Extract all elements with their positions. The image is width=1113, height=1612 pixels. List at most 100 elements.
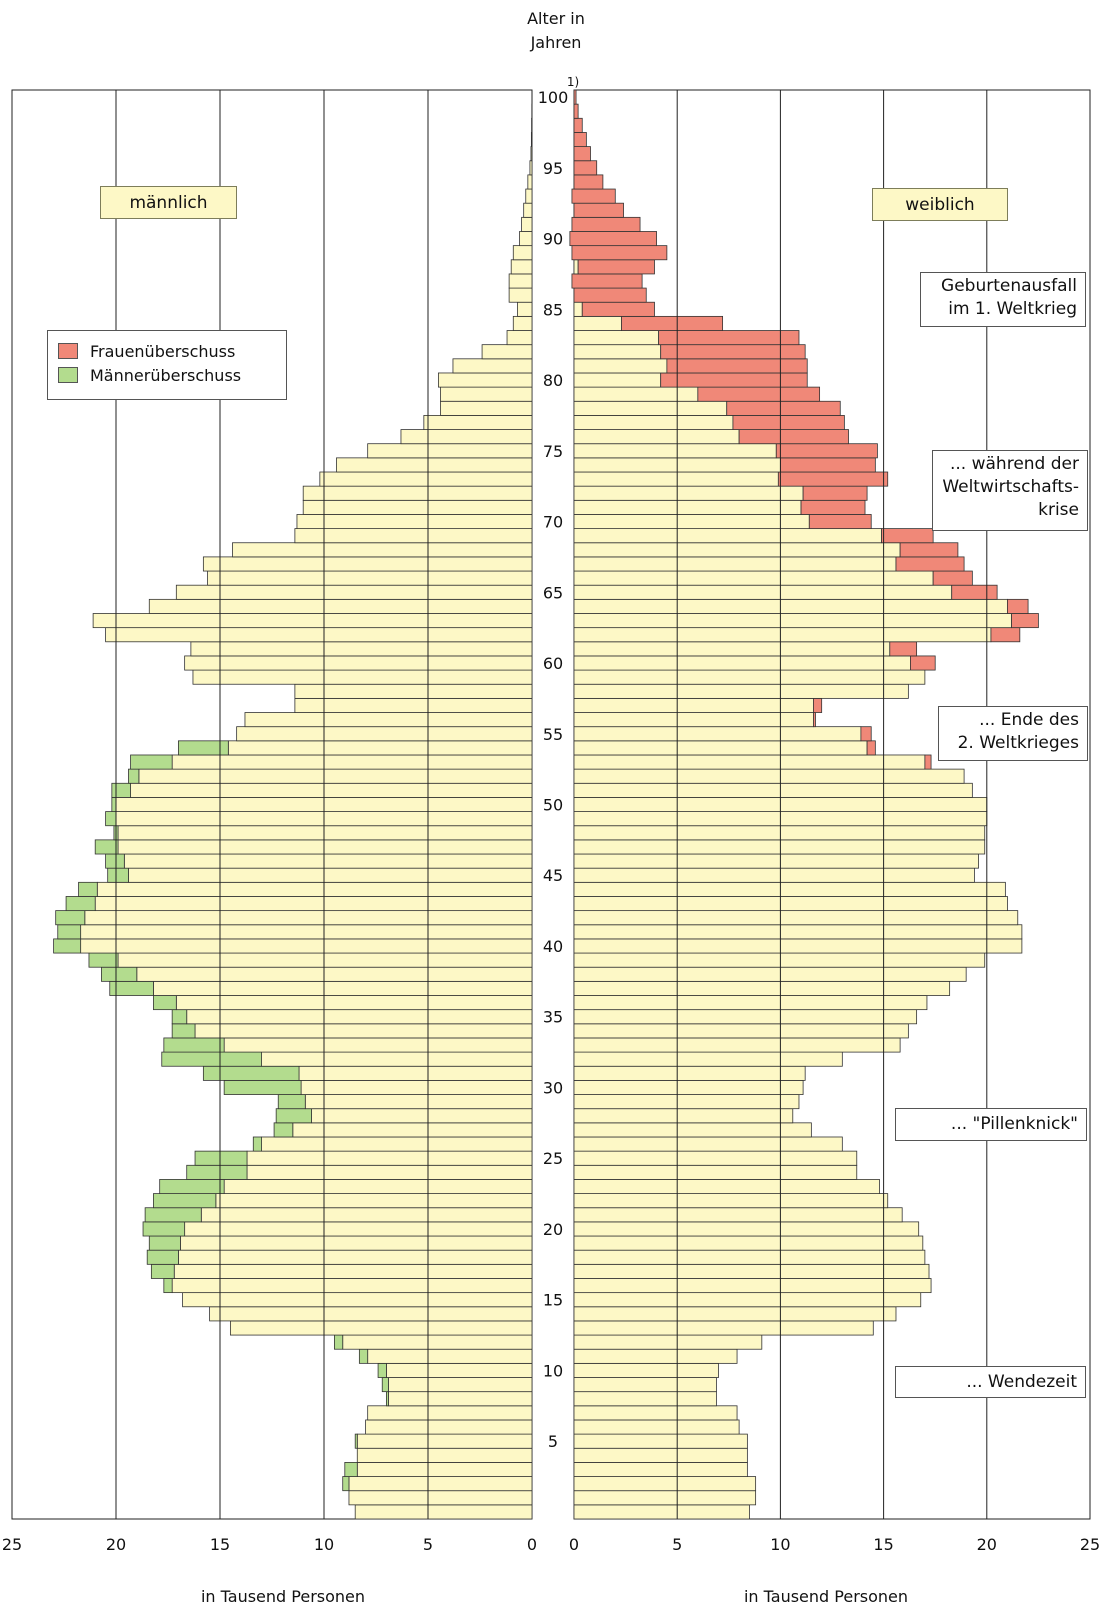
female-bar [573,825,986,841]
male-bar [92,613,533,629]
male-surplus-bar [146,1249,179,1265]
male-bar [385,1362,533,1378]
legend-label: Frauenüberschuss [90,341,236,361]
x-tick-label-left: 20 [106,1535,126,1554]
female-bar [573,754,926,770]
female-surplus-bar [571,216,641,232]
male-bar [512,315,533,331]
age-tick-label: 60 [543,654,563,673]
age-tick-label: 25 [543,1149,563,1168]
female-surplus-bar [1007,598,1029,614]
female-surplus-bar [573,117,583,133]
male-surplus-bar [88,952,119,968]
female-bar [573,542,901,558]
male-bar [302,485,533,501]
female-bar [573,1447,748,1463]
male-surplus-bar [385,1391,389,1407]
female-surplus-bar [910,655,936,671]
grid-layer [115,90,988,1519]
male-bar [336,457,533,473]
male-bar [296,514,533,530]
female-surplus-bar [571,188,616,204]
male-bar [400,429,533,445]
male-bar [227,740,533,756]
male-surplus-bar [142,1221,186,1237]
female-bar [573,471,779,487]
male-surplus-bar [128,768,140,784]
x-tick-label-left: 5 [423,1535,433,1554]
x-tick-label-right: 25 [1080,1535,1100,1554]
male-surplus-bar [342,1476,350,1492]
male-bar [246,1164,533,1180]
age-tick-label: 55 [543,725,563,744]
female-surplus-bar [899,542,959,558]
female-surplus-bar [881,528,934,544]
annotation-line: ... "Pillenknick" [950,1114,1078,1134]
male-surplus-bar [53,938,82,954]
female-surplus-bar [573,202,624,218]
female-bar [573,712,814,728]
male-bar [84,910,533,926]
female-bar [573,1391,717,1407]
female-bar [573,1405,738,1421]
female-bar [573,1263,930,1279]
female-bar [573,627,992,643]
female-bar [573,528,882,544]
male-surplus-bar [101,966,138,982]
female-bar [573,372,662,388]
age-tick-label: 75 [543,442,563,461]
female-bar [573,1136,843,1152]
female-bar [573,1207,903,1223]
age-axis-title-line1: Alter in [527,9,585,28]
male-bar [209,1306,533,1322]
male-bar [530,132,533,147]
male-surplus-bar [358,1348,369,1364]
male-bar [302,499,533,515]
male-bar [388,1377,533,1393]
male-bar [148,598,533,614]
male-surplus-bar [130,754,173,770]
x-tick-label-right: 5 [672,1535,682,1554]
male-bar [440,400,533,416]
age-tick-label: 45 [543,866,563,885]
male-bar [437,372,533,388]
female-bar [573,1150,858,1166]
annotation-pill: ... "Pillenknick" [895,1108,1087,1141]
male-bar [356,1447,533,1463]
male-bar [80,938,533,954]
male-bar [236,726,533,742]
female-surplus-bar [660,372,808,388]
male-surplus-bar [148,1235,181,1251]
age-tick-label: 90 [543,230,563,249]
female-bar [573,429,740,445]
annotation-line: 2. Weltkrieges [957,733,1079,753]
male-bar [342,1334,533,1350]
female-bar [573,1009,918,1025]
male-bar [365,1419,533,1435]
male-surplus-bar [223,1079,302,1095]
female-bar [573,726,862,742]
female-surplus-bar [573,103,579,119]
female-surplus-bar [726,400,841,416]
female-bar [573,1221,920,1237]
female-bar [573,1094,800,1110]
female-bar [573,1490,757,1506]
female-bar [573,1278,932,1294]
male-surplus-bar [273,1122,294,1138]
female-bar [573,344,662,360]
female-surplus-bar [860,726,872,742]
female-surplus-bar [813,697,823,713]
female-bar [573,485,804,501]
male-bar [519,231,533,247]
female-surplus-bar [571,273,643,289]
female-surplus-bar [932,570,973,586]
female-surplus-bar [808,514,872,530]
female-surplus-bar [573,89,577,105]
male-surplus-bar [163,1037,225,1053]
annotation-ww2: ... Ende des 2. Weltkrieges [938,706,1088,761]
bar-layer [53,89,1039,1520]
male-surplus-bar [377,1362,387,1378]
legend-item-women-surplus: Frauenüberschuss [58,339,276,363]
male-bar [510,259,533,275]
